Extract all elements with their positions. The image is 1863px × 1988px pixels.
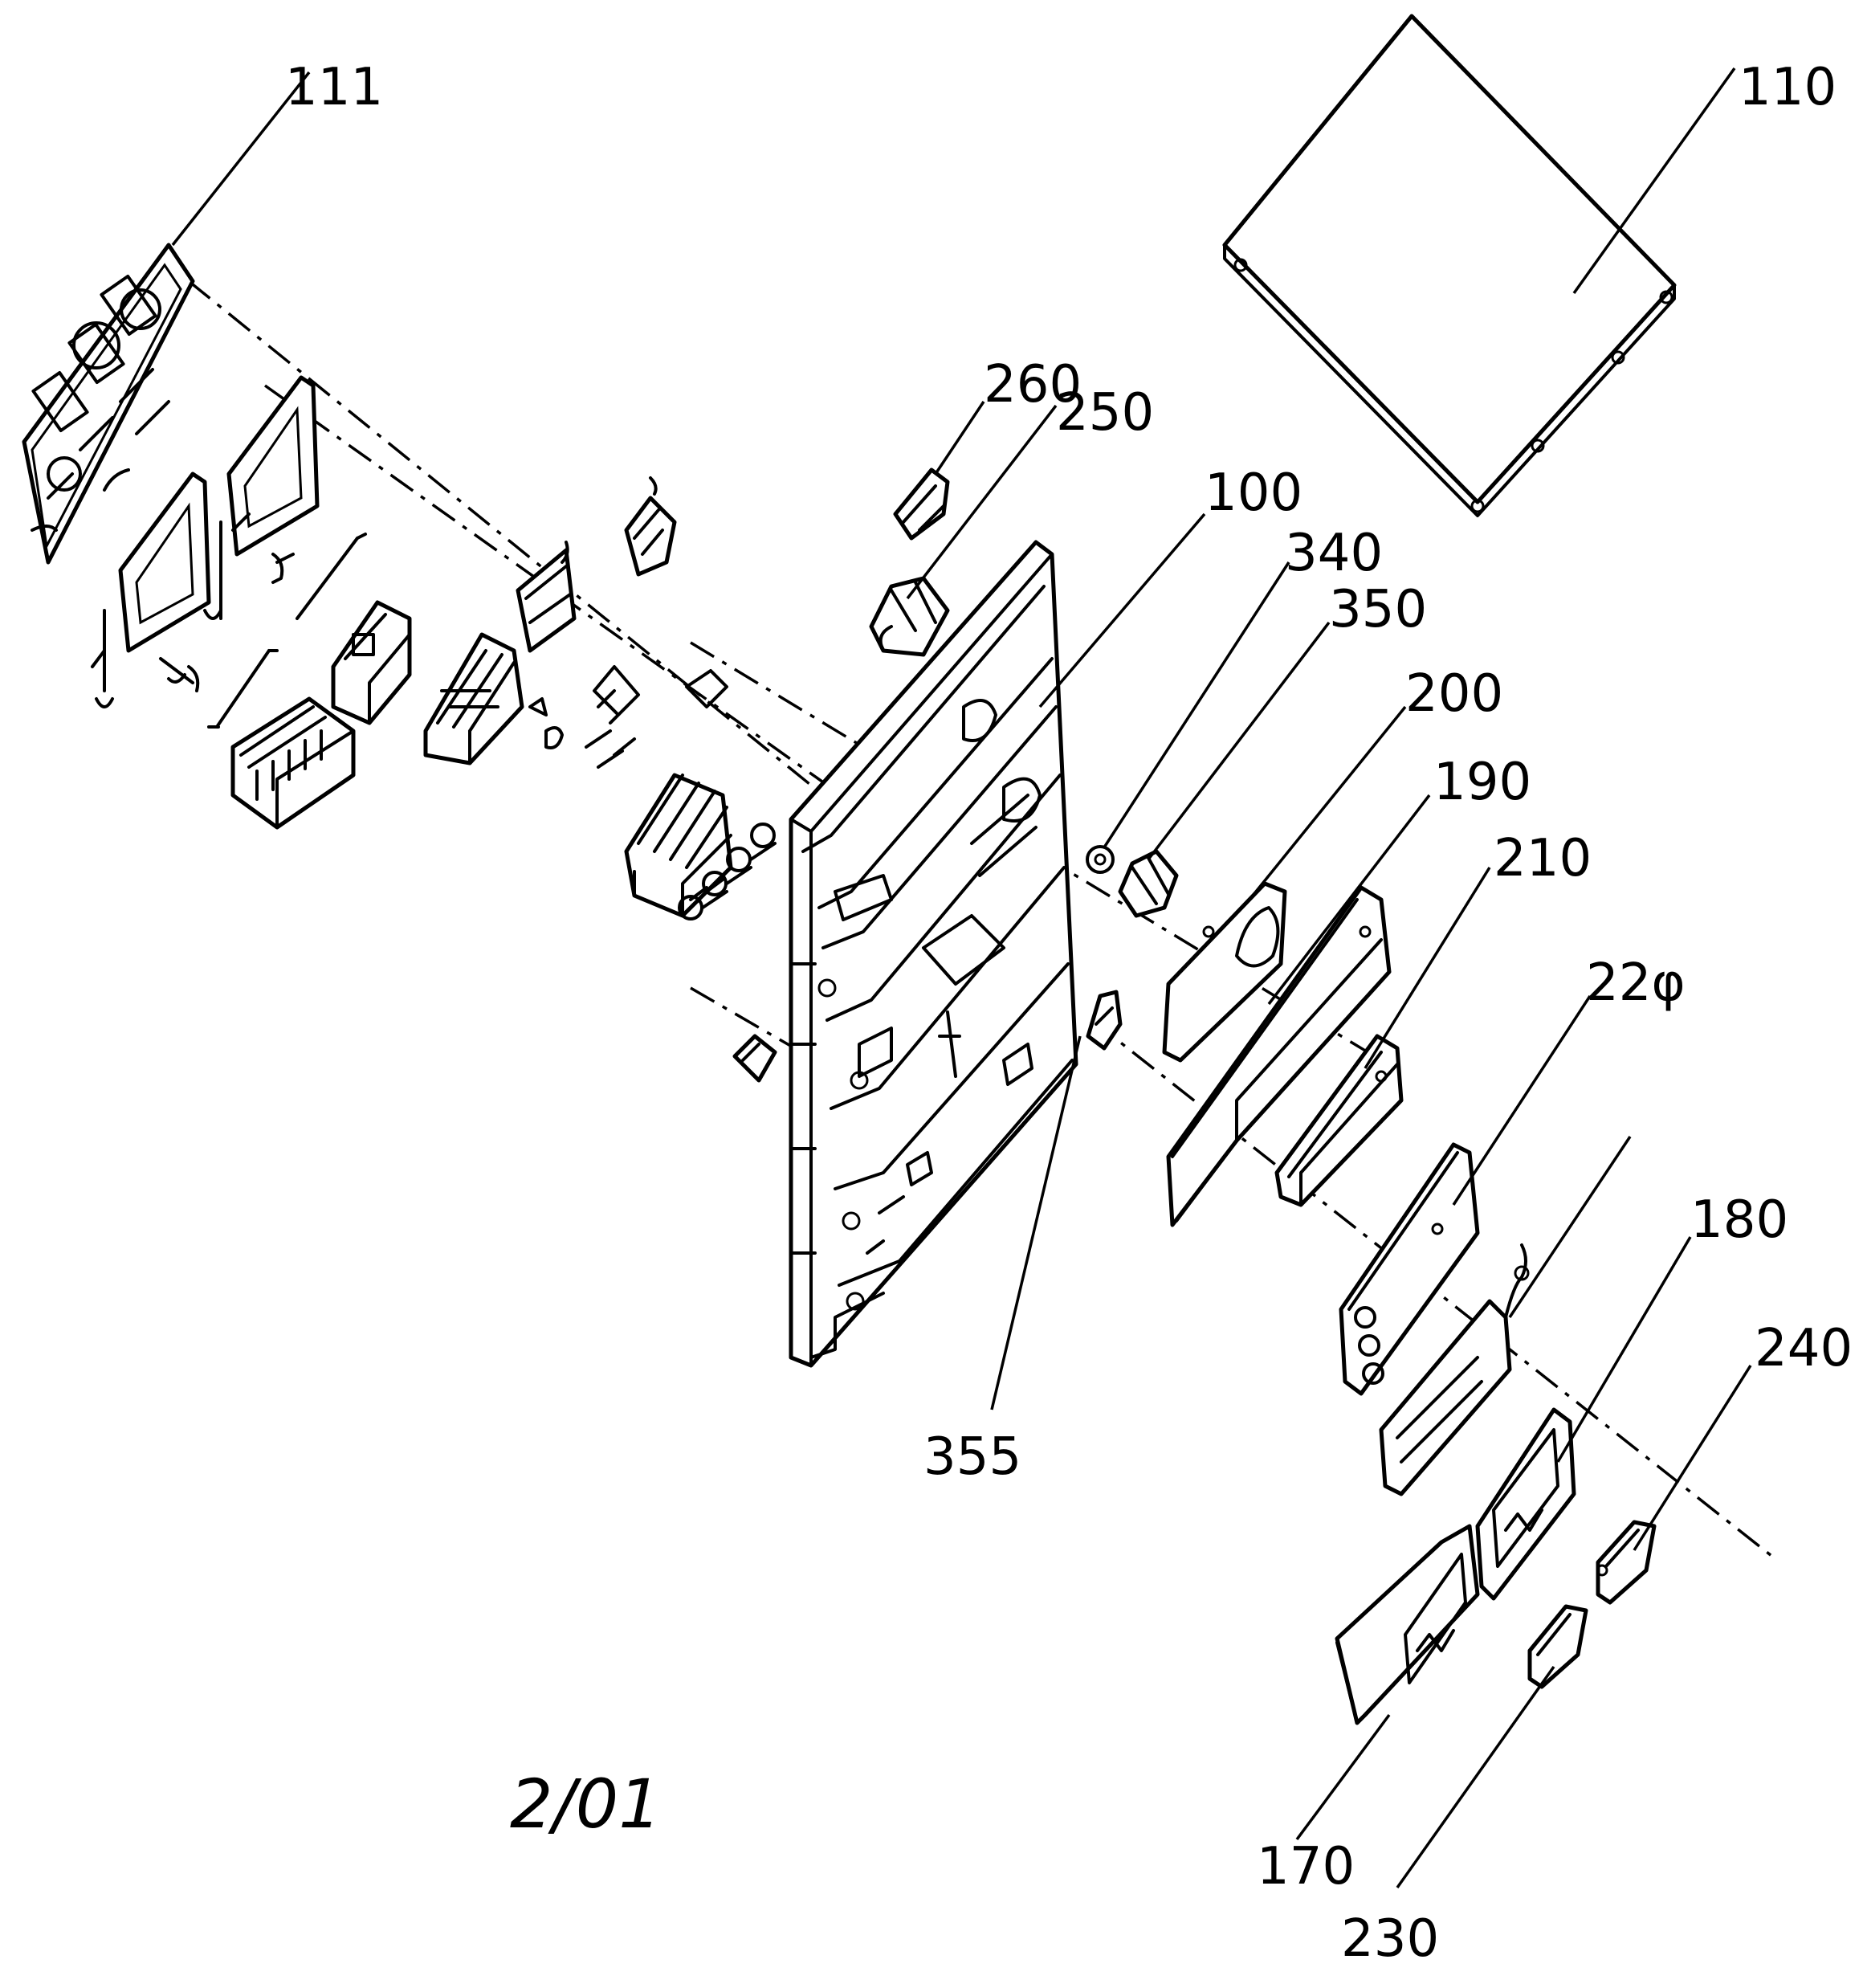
label-170: 170 (1257, 1837, 1355, 1896)
part-210-bezel (1274, 1034, 1404, 1207)
label-190: 190 (1433, 753, 1531, 812)
part-180-housing (1475, 1407, 1576, 1601)
part-230-cap (1527, 1604, 1588, 1689)
small-bracket-lower (732, 1034, 777, 1083)
leader-200 (1251, 705, 1407, 897)
connector-block-b (331, 600, 412, 725)
label-230: 230 (1341, 1909, 1439, 1969)
part-111-circuit-board (22, 243, 195, 565)
label-350: 350 (1329, 580, 1427, 639)
part-100-main-panel (789, 540, 1078, 1368)
small-clips (528, 665, 728, 769)
label-220: 22φ (1586, 953, 1686, 1013)
part-260 (893, 467, 950, 541)
button-row (678, 823, 777, 921)
leader-190 (1267, 794, 1431, 1006)
label-180: 180 (1690, 1190, 1788, 1250)
part-250 (869, 576, 950, 657)
connector-block-c (423, 632, 524, 765)
part-355-clip (1086, 990, 1123, 1051)
sheet-number: 2/01 (510, 1765, 662, 1843)
leader-230 (1396, 1665, 1555, 1889)
leader-350 (1147, 621, 1331, 861)
leader-110 (1572, 67, 1736, 295)
reference-labels: 111 110 260 250 100 340 350 200 190 210 … (285, 58, 1853, 1969)
label-110: 110 (1739, 58, 1837, 117)
leader-210 (1364, 867, 1491, 1069)
label-100: 100 (1205, 463, 1302, 523)
leader-240 (1633, 1365, 1752, 1551)
label-250: 250 (1056, 383, 1154, 443)
part-190-long-trim (1166, 885, 1392, 1227)
leader-355 (990, 1035, 1082, 1410)
keypad-board (1379, 1243, 1530, 1496)
leader-111 (171, 71, 311, 247)
part-170-fascia (1335, 1524, 1480, 1725)
leader-180 (1556, 1236, 1692, 1463)
part-200-plate (1162, 881, 1287, 1063)
leader-220b (1508, 1136, 1632, 1318)
label-111: 111 (285, 58, 383, 117)
part-220-control-plate (1339, 1142, 1480, 1396)
connector-block-a (230, 696, 356, 830)
part-340-ring (1086, 845, 1115, 874)
relay-pair (516, 476, 677, 653)
leader-260 (934, 401, 985, 475)
label-200: 200 (1405, 664, 1503, 724)
label-240: 240 (1755, 1319, 1853, 1378)
label-210: 210 (1494, 829, 1592, 888)
part-350-knob (1118, 849, 1179, 918)
leader-220 (1452, 995, 1592, 1206)
leader-lines (171, 67, 1752, 1889)
label-260: 260 (984, 355, 1082, 414)
leader-100 (1038, 512, 1206, 708)
label-340: 340 (1285, 524, 1383, 583)
leader-170 (1295, 1713, 1391, 1841)
frame-brackets-left (91, 375, 320, 708)
leader-250 (906, 404, 1058, 600)
label-355: 355 (923, 1427, 1021, 1487)
leader-340 (1103, 561, 1290, 848)
shaft-parts (187, 533, 367, 729)
part-110-cover-panel (1222, 14, 1677, 517)
